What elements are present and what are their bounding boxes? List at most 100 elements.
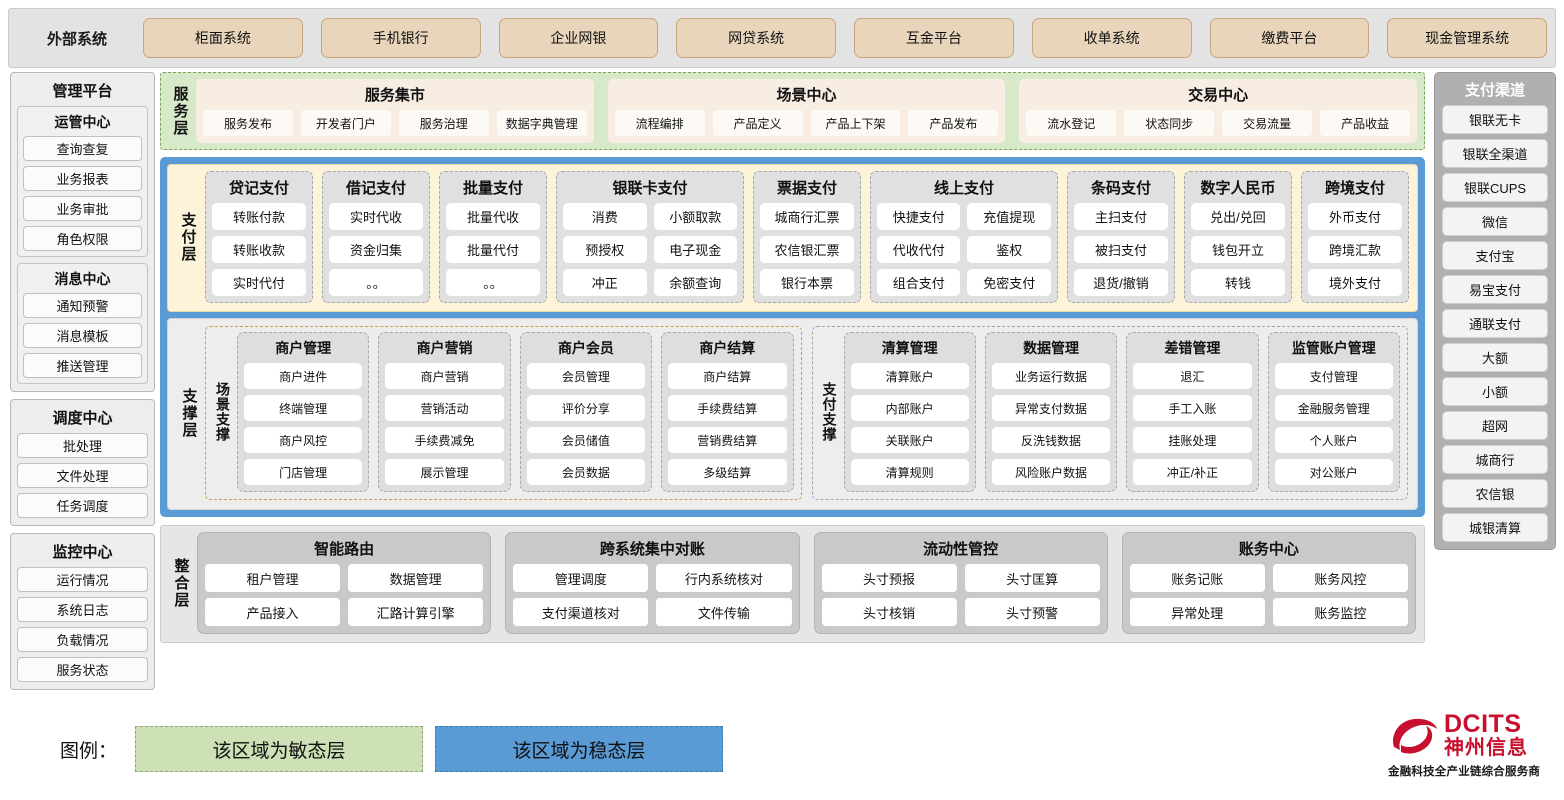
integration-item[interactable]: 产品接入 bbox=[205, 598, 341, 626]
sidebar-item[interactable]: 批处理 bbox=[17, 433, 148, 458]
payment-channel-item[interactable]: 城银清算 bbox=[1442, 513, 1548, 542]
support-item[interactable]: 冲正/补正 bbox=[1133, 459, 1252, 485]
pay-item[interactable]: 快捷支付 bbox=[877, 203, 961, 230]
pay-item[interactable]: 退货/撤销 bbox=[1073, 269, 1168, 296]
pay-item[interactable]: 鉴权 bbox=[967, 236, 1051, 263]
sidebar-item[interactable]: 查询查复 bbox=[23, 136, 142, 161]
integration-item[interactable]: 文件传输 bbox=[656, 598, 792, 626]
pay-item[interactable]: 兑出/兑回 bbox=[1190, 203, 1285, 230]
service-item[interactable]: 服务发布 bbox=[203, 110, 293, 136]
integration-item[interactable]: 支付渠道核对 bbox=[513, 598, 649, 626]
support-item[interactable]: 支付管理 bbox=[1274, 363, 1393, 389]
support-item[interactable]: 风险账户数据 bbox=[991, 459, 1111, 485]
support-item[interactable]: 商户进件 bbox=[244, 363, 363, 389]
sidebar-item[interactable]: 服务状态 bbox=[17, 657, 148, 682]
payment-channel-item[interactable]: 通联支付 bbox=[1442, 309, 1548, 338]
pay-item[interactable]: 被扫支付 bbox=[1073, 236, 1168, 263]
external-system-item[interactable]: 缴费平台 bbox=[1209, 18, 1370, 58]
pay-item[interactable]: 银行本票 bbox=[759, 269, 854, 296]
pay-item[interactable]: 。。 bbox=[329, 269, 424, 296]
payment-channel-item[interactable]: 农信银 bbox=[1442, 479, 1548, 508]
pay-item[interactable]: 冲正 bbox=[563, 269, 647, 296]
payment-channel-item[interactable]: 银联无卡 bbox=[1442, 105, 1548, 134]
pay-item[interactable]: 跨境汇款 bbox=[1307, 236, 1402, 263]
pay-item[interactable]: 转账收款 bbox=[212, 236, 307, 263]
support-item[interactable]: 清算规则 bbox=[850, 459, 969, 485]
support-item[interactable]: 会员管理 bbox=[526, 363, 646, 389]
sidebar-item[interactable]: 业务报表 bbox=[23, 166, 142, 191]
payment-channel-item[interactable]: 大额 bbox=[1442, 343, 1548, 372]
payment-channel-item[interactable]: 易宝支付 bbox=[1442, 275, 1548, 304]
pay-item[interactable]: 实时代收 bbox=[329, 203, 424, 230]
pay-item[interactable]: 转钱 bbox=[1190, 269, 1285, 296]
pay-item[interactable]: 实时代付 bbox=[212, 269, 307, 296]
pay-item[interactable]: 电子现金 bbox=[653, 236, 737, 263]
support-item[interactable]: 个人账户 bbox=[1274, 427, 1393, 453]
sidebar-item[interactable]: 通知预警 bbox=[23, 293, 142, 318]
sidebar-item[interactable]: 业务审批 bbox=[23, 196, 142, 221]
pay-item[interactable]: 组合支付 bbox=[877, 269, 961, 296]
external-system-item[interactable]: 收单系统 bbox=[1031, 18, 1192, 58]
support-item[interactable]: 门店管理 bbox=[244, 459, 363, 485]
service-item[interactable]: 服务治理 bbox=[398, 110, 489, 136]
sidebar-item[interactable]: 运行情况 bbox=[17, 567, 148, 592]
support-item[interactable]: 挂账处理 bbox=[1133, 427, 1252, 453]
integration-item[interactable]: 行内系统核对 bbox=[656, 564, 792, 592]
support-item[interactable]: 业务运行数据 bbox=[991, 363, 1111, 389]
payment-channel-item[interactable]: 银联全渠道 bbox=[1442, 139, 1548, 168]
payment-channel-item[interactable]: 小额 bbox=[1442, 377, 1548, 406]
service-item[interactable]: 流程编排 bbox=[614, 110, 705, 136]
sidebar-item[interactable]: 推送管理 bbox=[23, 353, 142, 378]
pay-item[interactable]: 城商行汇票 bbox=[759, 203, 854, 230]
pay-item[interactable]: 代收代付 bbox=[877, 236, 961, 263]
pay-item[interactable]: 资金归集 bbox=[329, 236, 424, 263]
external-system-item[interactable]: 企业网银 bbox=[498, 18, 659, 58]
support-item[interactable]: 金融服务管理 bbox=[1274, 395, 1393, 421]
support-item[interactable]: 关联账户 bbox=[850, 427, 969, 453]
pay-item[interactable]: 钱包开立 bbox=[1190, 236, 1285, 263]
service-item[interactable]: 产品上下架 bbox=[810, 110, 901, 136]
external-system-item[interactable]: 现金管理系统 bbox=[1387, 18, 1547, 58]
support-item[interactable]: 营销费结算 bbox=[668, 427, 787, 453]
support-item[interactable]: 异常支付数据 bbox=[991, 395, 1111, 421]
integration-item[interactable]: 汇路计算引擎 bbox=[348, 598, 484, 626]
support-item[interactable]: 营销活动 bbox=[385, 395, 504, 421]
service-item[interactable]: 状态同步 bbox=[1124, 110, 1215, 136]
integration-item[interactable]: 数据管理 bbox=[348, 564, 484, 592]
support-item[interactable]: 退汇 bbox=[1133, 363, 1252, 389]
pay-item[interactable]: 批量代付 bbox=[446, 236, 541, 263]
integration-item[interactable]: 租户管理 bbox=[205, 564, 341, 592]
support-item[interactable]: 对公账户 bbox=[1274, 459, 1393, 485]
integration-item[interactable]: 头寸核销 bbox=[821, 598, 957, 626]
service-item[interactable]: 数据字典管理 bbox=[496, 110, 587, 136]
support-item[interactable]: 手工入账 bbox=[1133, 395, 1252, 421]
service-item[interactable]: 交易流量 bbox=[1222, 110, 1313, 136]
sidebar-item[interactable]: 系统日志 bbox=[17, 597, 148, 622]
service-item[interactable]: 流水登记 bbox=[1026, 110, 1117, 136]
integration-item[interactable]: 账务风控 bbox=[1272, 564, 1408, 592]
sidebar-item[interactable]: 文件处理 bbox=[17, 463, 148, 488]
sidebar-item[interactable]: 任务调度 bbox=[17, 493, 148, 518]
integration-item[interactable]: 头寸预警 bbox=[964, 598, 1100, 626]
support-item[interactable]: 清算账户 bbox=[850, 363, 969, 389]
support-item[interactable]: 终端管理 bbox=[244, 395, 363, 421]
support-item[interactable]: 手续费减免 bbox=[385, 427, 504, 453]
integration-item[interactable]: 账务记账 bbox=[1129, 564, 1265, 592]
payment-channel-item[interactable]: 超网 bbox=[1442, 411, 1548, 440]
pay-item[interactable]: 批量代收 bbox=[446, 203, 541, 230]
integration-item[interactable]: 异常处理 bbox=[1129, 598, 1265, 626]
service-item[interactable]: 产品发布 bbox=[908, 110, 999, 136]
integration-item[interactable]: 管理调度 bbox=[513, 564, 649, 592]
support-item[interactable]: 展示管理 bbox=[385, 459, 504, 485]
payment-channel-item[interactable]: 城商行 bbox=[1442, 445, 1548, 474]
service-item[interactable]: 产品收益 bbox=[1320, 110, 1411, 136]
support-item[interactable]: 商户风控 bbox=[244, 427, 363, 453]
pay-item[interactable]: 小额取款 bbox=[653, 203, 737, 230]
external-system-item[interactable]: 网贷系统 bbox=[676, 18, 836, 58]
pay-item[interactable]: 消费 bbox=[563, 203, 647, 230]
sidebar-item[interactable]: 负载情况 bbox=[17, 627, 148, 652]
pay-item[interactable]: 转账付款 bbox=[212, 203, 307, 230]
external-system-item[interactable]: 柜面系统 bbox=[143, 18, 303, 58]
pay-item[interactable]: 农信银汇票 bbox=[759, 236, 854, 263]
pay-item[interactable]: 境外支付 bbox=[1307, 269, 1402, 296]
